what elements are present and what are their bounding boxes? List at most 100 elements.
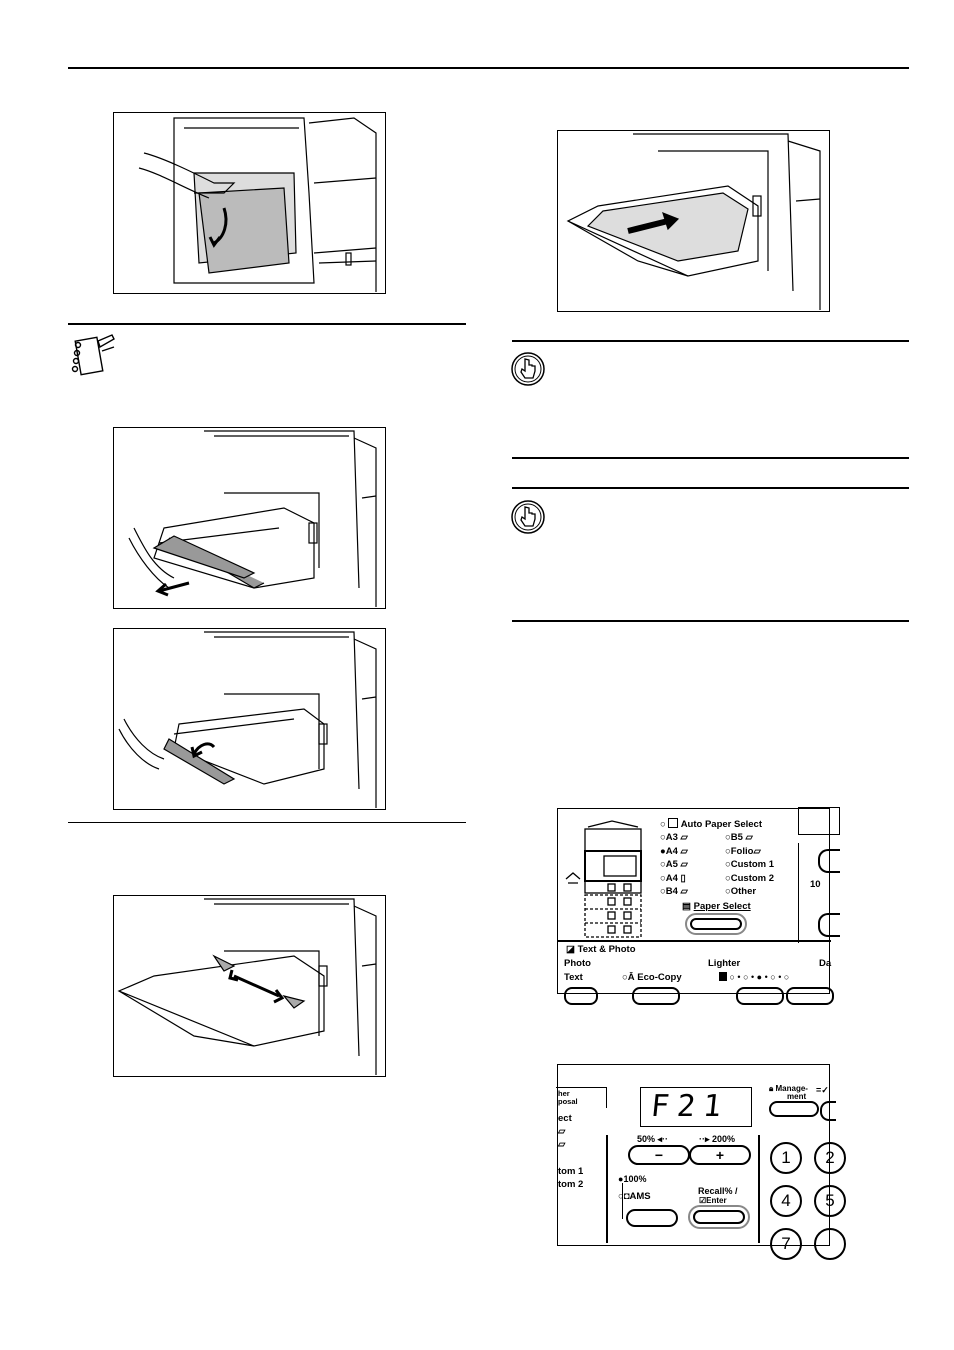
important-rule-2-bottom [512,620,909,622]
paper-select-button[interactable] [685,913,747,935]
key-7[interactable]: 7 [770,1228,802,1260]
figure-display-panel: her posal ect ▱ ▱ tom 1 tom 2 F21 50% ◂·… [556,1064,846,1260]
original-type-icon: ◪ [566,944,575,955]
exposure-indicator-row: ○ • ○ • ● • ○ • ○ [719,972,789,982]
recall-enter-button[interactable] [688,1205,750,1229]
zoom-100-row: ●100% [618,1174,647,1184]
header-rule [68,67,909,69]
eco-copy-icon: Ā [627,972,635,983]
tab-label-line2: posal [558,1097,578,1106]
illustration-pull-extension [128,430,377,607]
auto-exposure-icon [719,972,727,981]
photo-label: Photo [564,958,591,969]
led-display-value: F21 [649,1089,732,1124]
figure-paper-select-panel: ○ Auto Paper Select ○A3 ▱ ●A4 ▱ ○A5 ▱ ○A… [557,807,840,1005]
management-button[interactable] [769,1101,819,1117]
zoom-minus-button[interactable]: − [628,1145,690,1165]
radio-indicator-icon: ○ [660,872,666,884]
illustration-adjust-guides [117,898,377,1075]
key-2[interactable]: 2 [814,1142,846,1174]
arrow-right-icon: ··▸ [699,1134,710,1144]
panel-right-edge-box [798,807,840,835]
important-hand-icon [510,351,546,387]
text-button-partial[interactable] [564,987,598,1005]
machine-icon-column [582,819,644,939]
panel-divider [758,1135,760,1243]
figure-open-tray-cover [113,112,386,294]
radio-indicator-icon: ○ [660,886,666,897]
illustration-insert-paper [566,133,821,310]
left-fragment-icon: ▱ [558,1126,566,1137]
important-rule-2-top [512,487,909,489]
ams-row: ○◘AMS [618,1191,651,1202]
panel-divider [606,1135,608,1243]
paper-size-other[interactable]: ○Other [725,886,757,897]
key-5[interactable]: 5 [814,1185,846,1217]
paper-landscape-icon: ▱ [680,832,688,843]
important-rule-1-top [512,340,909,342]
text-photo-label-row: ◪ Text & Photo [566,944,636,955]
enter-label: ☑Enter [699,1196,727,1205]
left-fragment-ect: ect [558,1113,572,1124]
paper-size-b5[interactable]: ○B5 ▱ [725,832,753,843]
panel-right-button-partial[interactable] [820,1101,836,1121]
ams-icon: ◘ [623,1191,630,1202]
paper-size-a4[interactable]: ●A4 ▱ [660,845,688,857]
panel-right-button-partial[interactable] [818,913,840,937]
zoom-plus-button[interactable]: + [689,1145,751,1165]
figure-pull-extension [113,427,386,609]
key-1[interactable]: 1 [770,1142,802,1174]
panel-right-divider [798,843,799,943]
led-display: F21 [640,1087,752,1127]
check-icon-partial: =✓ [816,1085,829,1095]
eco-copy-button[interactable] [632,987,680,1005]
important-hand-icon [510,499,546,535]
enter-icon: ☑ [699,1196,707,1205]
paper-size-custom-1[interactable]: ○Custom 1 [725,859,775,870]
eco-copy-row: ○Ā Eco-Copy [622,972,682,983]
paper-size-list-right: ○B5 ▱ ○Folio▱ ○Custom 1 ○Custom 2 ○Other [725,831,774,899]
radio-indicator-icon: ○ [618,1191,624,1202]
panel-tab [556,1087,607,1108]
radio-indicator-icon: ○ [660,832,666,843]
ams-button[interactable] [626,1209,678,1227]
note-icon [70,333,120,379]
panel-right-button-partial[interactable] [818,849,840,873]
paper-landscape-icon: ▱ [745,832,753,843]
figure-adjust-guides [113,895,386,1077]
auto-paper-select-row[interactable]: ○ Auto Paper Select [660,818,762,830]
darker-label-partial: Da [819,958,832,969]
arrow-left-icon: ◂·· [657,1134,669,1144]
paper-landscape-icon: ▱ [680,859,688,870]
left-fragment-icon: ▱ [558,1139,566,1150]
lighter-button[interactable] [736,987,784,1005]
radio-indicator-icon: ○ [725,845,731,857]
important-rule-1-bottom [512,457,909,459]
left-fragment-custom-1: tom 1 [558,1166,584,1177]
paper-size-a5[interactable]: ○A5 ▱ [660,859,688,870]
darker-button[interactable] [786,987,834,1005]
recall-label: Recall% / [698,1186,738,1196]
illustration-open-cover [138,117,377,292]
radio-indicator-icon: ○ [660,859,666,870]
radio-selected-icon: ● [660,845,666,857]
key-partial[interactable] [814,1228,846,1260]
paper-size-b4[interactable]: ○B4 ▱ [660,886,688,897]
tab-label-line1: her [558,1089,570,1098]
text-label: Text [564,972,583,983]
paper-size-a4-portrait[interactable]: ○A4 ▯ [660,872,686,884]
key-4[interactable]: 4 [770,1185,802,1217]
auto-paper-select-label: Auto Paper Select [680,819,762,830]
note-rule-bottom [68,822,466,823]
radio-indicator-icon: ○ [725,872,731,884]
lock-icon: 🔒︎ [769,1084,774,1093]
paper-landscape-icon: ▱ [753,845,761,857]
paper-size-custom-2[interactable]: ○Custom 2 [725,872,775,884]
zoom-100-partial: 10 [810,879,821,890]
radio-selected-icon: ● [618,1174,624,1184]
paper-size-folio[interactable]: ○Folio▱ [725,845,761,857]
lighter-label: Lighter [708,958,741,969]
paper-size-a3[interactable]: ○A3 ▱ [660,832,688,843]
paper-size-list-left: ○A3 ▱ ●A4 ▱ ○A5 ▱ ○A4 ▯ ○B4 ▱ [660,831,688,899]
figure-unfold-extension [113,628,386,810]
